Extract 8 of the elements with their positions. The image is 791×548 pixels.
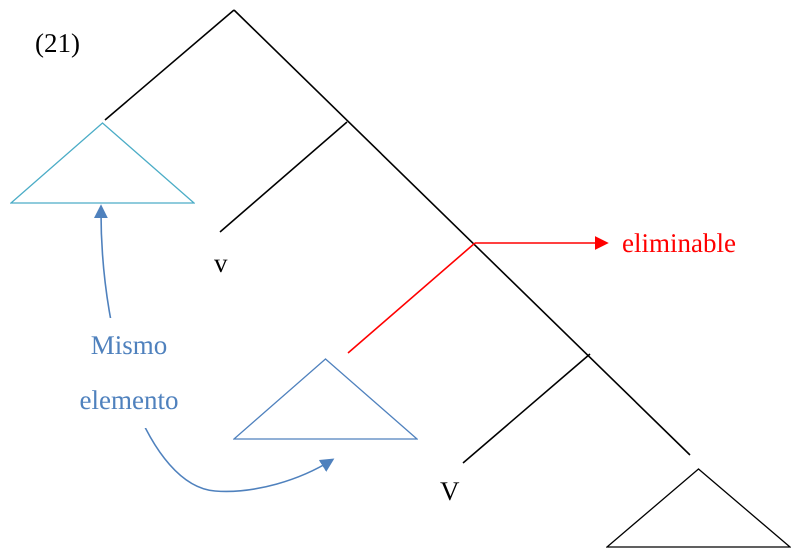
triangle-symbol [606,468,791,548]
node-label: V [440,478,460,505]
triangle-symbol [233,358,418,440]
node-label: v [214,250,228,277]
triangle-symbol [10,122,195,204]
arrow [475,236,609,250]
node-label: eliminable [622,230,736,257]
example-number: (21) [35,30,80,57]
